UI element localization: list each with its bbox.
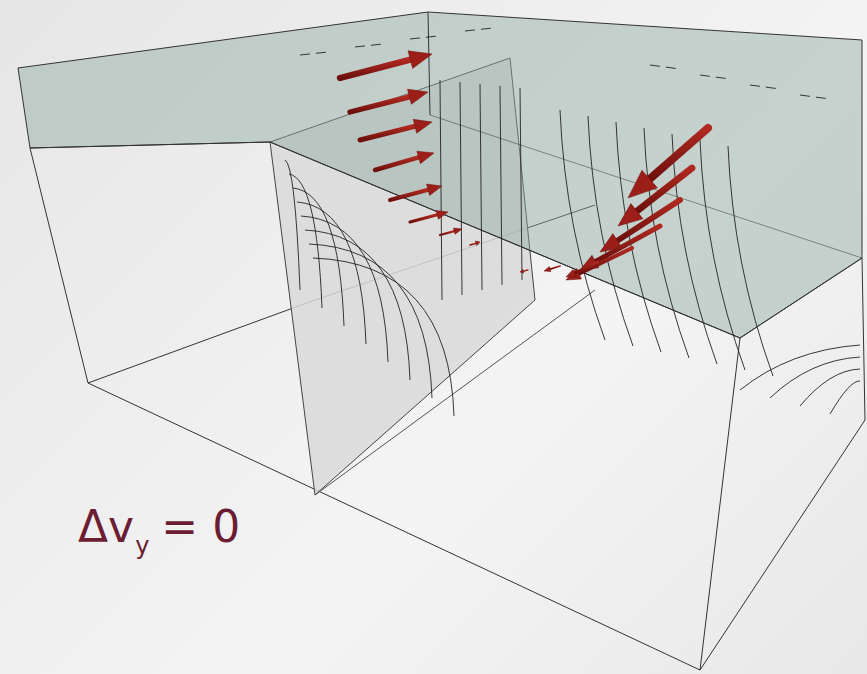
streamline (770, 357, 860, 398)
velocity-arrow (566, 262, 598, 277)
velocity-arrow (566, 248, 632, 280)
streamline (440, 80, 442, 300)
velocity-arrow (375, 151, 434, 170)
streamline (465, 28, 493, 31)
streamline (289, 174, 322, 308)
streamline (500, 86, 502, 285)
streamline (650, 65, 680, 69)
velocity-arrow (360, 119, 432, 140)
box-wireframe (30, 12, 862, 338)
streamline (309, 244, 432, 398)
streamline (740, 345, 860, 390)
velocity-arrow (340, 51, 432, 78)
streamlines (285, 28, 860, 416)
fluid-layer (18, 12, 862, 338)
streamline (480, 84, 482, 290)
streamline (728, 146, 773, 376)
velocity-arrow (390, 184, 442, 200)
streamline (313, 258, 454, 416)
streamline (830, 381, 860, 414)
equation-text: = 0 (161, 501, 240, 552)
streamline (520, 88, 522, 280)
streamline (301, 216, 388, 362)
streamline (800, 95, 830, 99)
velocity-arrow (470, 241, 480, 245)
streamline (700, 75, 730, 79)
streamline (297, 202, 366, 344)
velocity-arrows (340, 51, 708, 280)
velocity-arrow (520, 269, 528, 273)
streamline (560, 110, 605, 340)
subscript: y (135, 532, 149, 560)
velocity-arrow (544, 266, 560, 272)
streamline (750, 85, 780, 89)
velocity-arrow (440, 228, 462, 235)
velocity-arrow (600, 200, 680, 252)
streamline (305, 230, 410, 380)
streamline (410, 36, 438, 39)
streamline (800, 369, 860, 406)
velocity-arrow (350, 89, 428, 112)
streamline (460, 82, 462, 295)
streamline (355, 44, 383, 47)
streamline (300, 52, 328, 55)
streamline (588, 116, 633, 346)
equation: Δvy= 0 (78, 505, 240, 558)
section-edge (315, 290, 595, 495)
equation-text: Δv (78, 501, 134, 552)
velocity-arrow (410, 210, 448, 222)
streamline (700, 140, 745, 370)
